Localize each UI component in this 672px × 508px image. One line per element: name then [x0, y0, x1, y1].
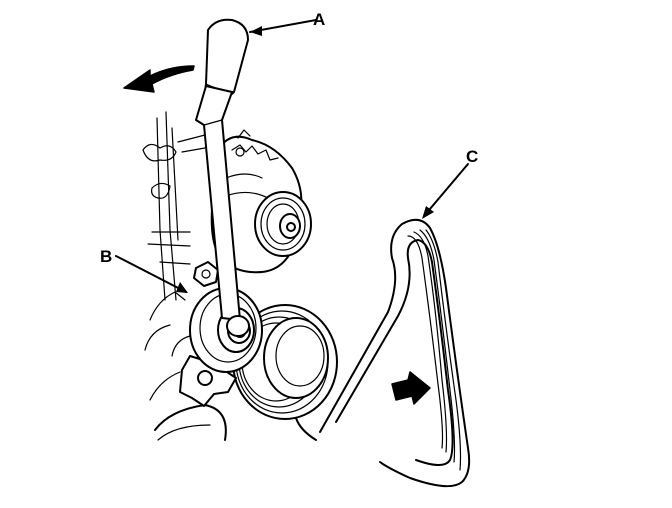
drive-belt	[295, 218, 471, 488]
callout-label-a: A	[313, 10, 325, 29]
breaker-bar-tool	[195, 18, 250, 337]
callout-leaders	[115, 19, 469, 293]
callout-label-b: B	[100, 247, 112, 266]
callout-label-c: C	[466, 147, 478, 166]
rotation-arrow-icon	[123, 65, 195, 93]
direction-arrow-icon	[391, 371, 431, 405]
